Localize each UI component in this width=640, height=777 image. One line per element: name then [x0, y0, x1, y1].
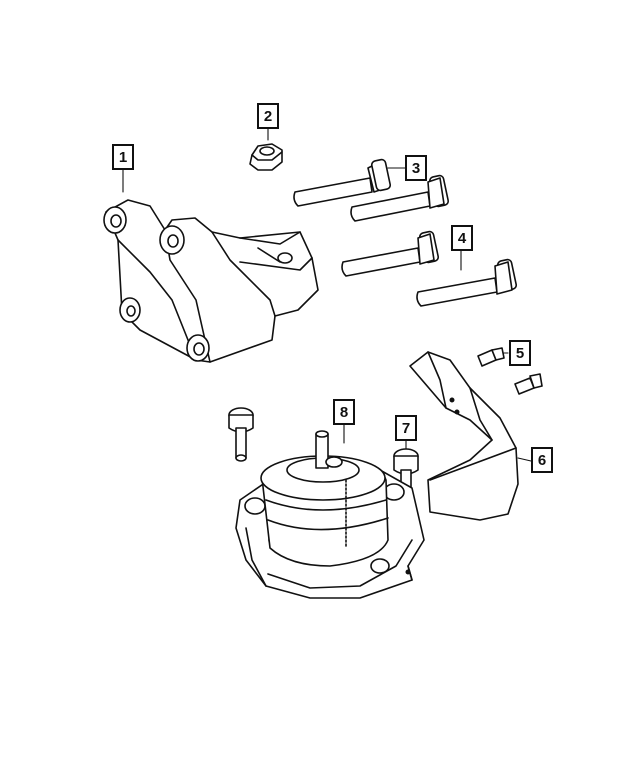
- callout-2: 2: [257, 103, 279, 129]
- nut-part-2: [249, 143, 283, 171]
- bolts-part-4: [341, 230, 518, 307]
- callout-3: 3: [405, 155, 427, 181]
- callout-1: 1: [112, 144, 134, 170]
- callout-8: 8: [333, 399, 355, 425]
- bracket-part-1: [103, 199, 319, 363]
- callout-7: 7: [395, 415, 417, 441]
- engine-mount-part-8: [235, 430, 425, 599]
- heat-shield-part-6: [409, 351, 519, 521]
- callout-5: 5: [509, 340, 531, 366]
- callout-6: 6: [531, 447, 553, 473]
- callout-4: 4: [451, 225, 473, 251]
- bolt-left: [228, 407, 254, 462]
- leader-lines: [122, 127, 532, 462]
- bolts-part-5: [477, 347, 543, 395]
- bolts-part-3: [293, 158, 450, 222]
